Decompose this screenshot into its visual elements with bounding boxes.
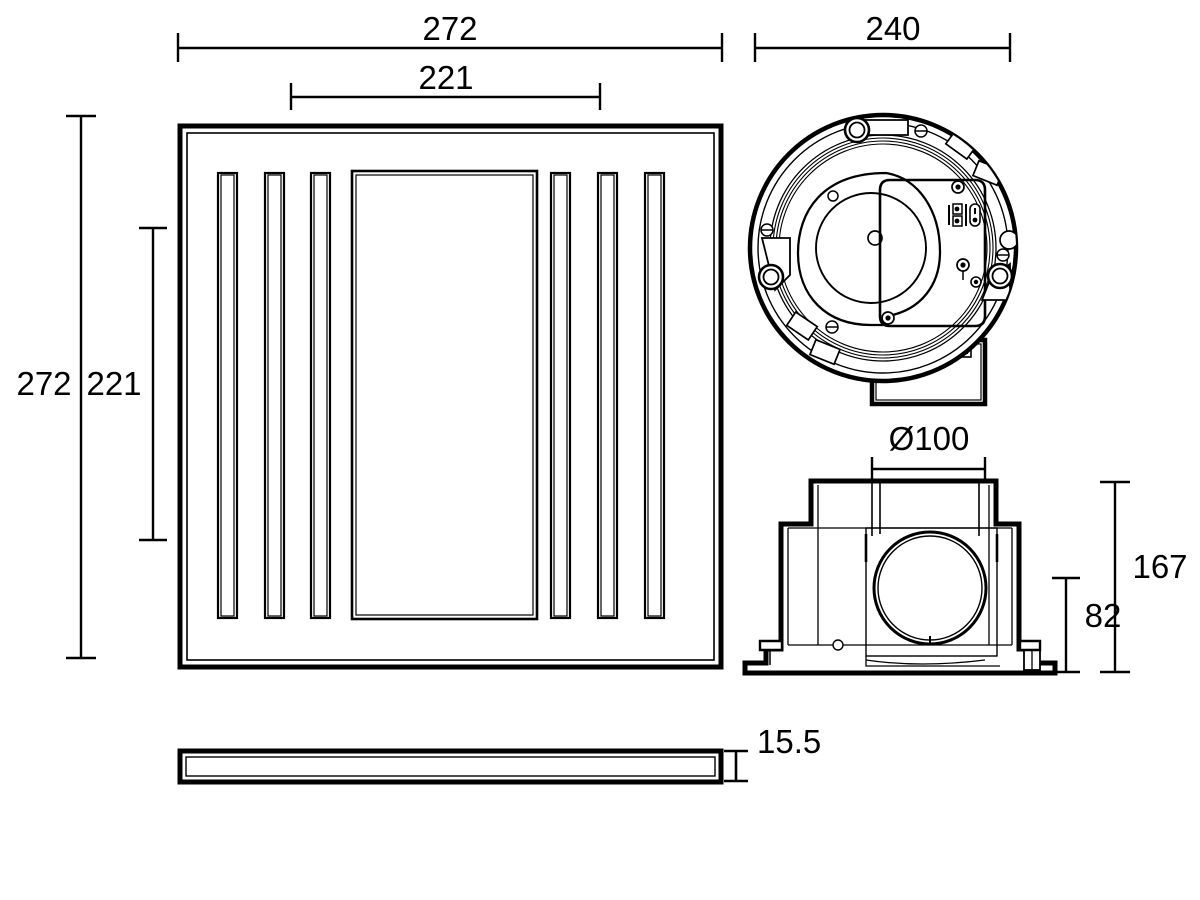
- dimension-label-15-5: 15.5: [757, 723, 821, 760]
- dimension-plate-thickness-15-5: [724, 749, 748, 783]
- terminal-block-detail: [948, 203, 981, 227]
- dimension-label-82: 82: [1085, 597, 1122, 634]
- face-plate-plan-view: [177, 123, 724, 670]
- dimension-plate-height-272: [66, 114, 96, 660]
- dimension-label-221-top: 221: [418, 59, 473, 96]
- housing-side-elevation: [742, 478, 1058, 676]
- dimension-label-167: 167: [1132, 548, 1187, 585]
- dimension-label-272-left: 272: [16, 365, 71, 402]
- housing-top-view: [747, 112, 1019, 407]
- dimension-label-240: 240: [865, 10, 920, 47]
- dimension-label-272-top: 272: [422, 10, 477, 47]
- dimension-plate-inner-width-221: [289, 83, 602, 110]
- dimension-label-duct-100: Ø100: [889, 420, 970, 457]
- grille-center-panel: [350, 169, 539, 621]
- face-plate-edge-profile: [177, 748, 724, 785]
- dimension-label-221-left: 221: [86, 365, 141, 402]
- grille-slots-right: [549, 171, 666, 620]
- dimension-housing-diameter-240: [753, 33, 1012, 62]
- dimension-body-height-167: [1100, 480, 1130, 674]
- dimension-plate-inner-height-221: [139, 226, 167, 542]
- dimension-plate-width-272: [176, 33, 724, 62]
- flange-screw-holes: [760, 124, 1016, 334]
- grille-slots-left: [216, 171, 332, 620]
- dimension-duct-diameter-100: [870, 457, 987, 481]
